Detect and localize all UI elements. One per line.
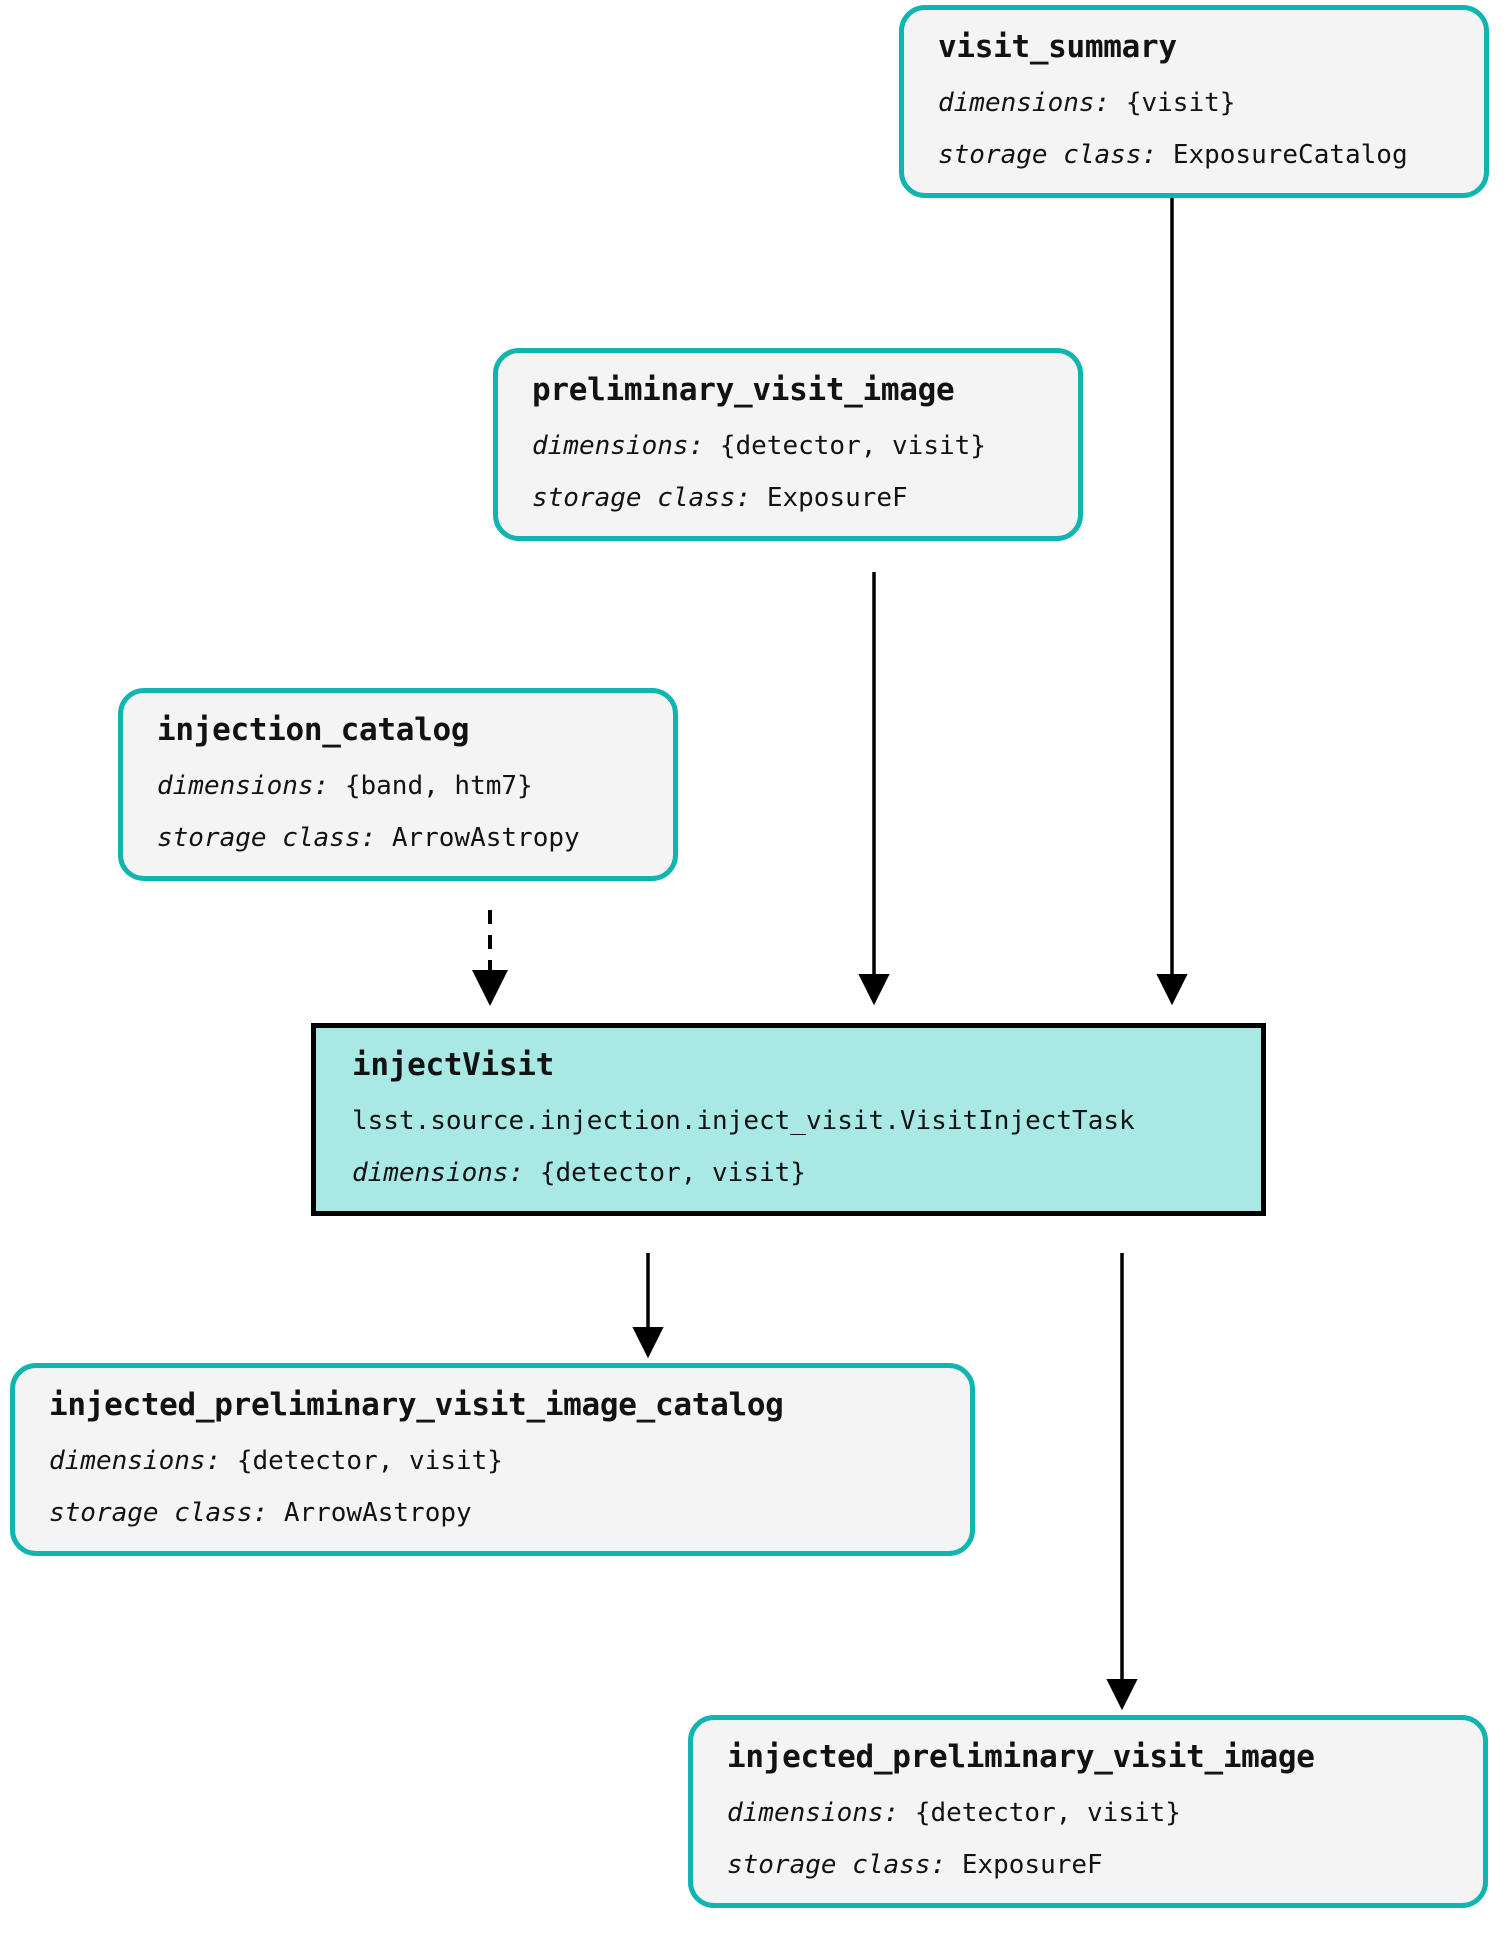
- node-title: injected_preliminary_visit_image_catalog: [49, 1387, 784, 1423]
- node-dimensions-line: dimensions: {detector, visit}: [532, 426, 1044, 466]
- node-preliminary-visit-image[interactable]: preliminary_visit_image dimensions: {det…: [493, 348, 1083, 542]
- node-title: preliminary_visit_image: [532, 372, 955, 408]
- storage-class-value: ExposureF: [961, 1849, 1103, 1880]
- storage-class-value: ArrowAstropy: [283, 1497, 472, 1528]
- dimensions-value: {visit}: [1125, 87, 1236, 118]
- node-title: visit_summary: [938, 29, 1177, 65]
- dimensions-value: {band, htm7}: [344, 770, 533, 801]
- node-storage-line: storage class: ArrowAstropy: [157, 818, 639, 858]
- node-storage-line: storage class: ExposureCatalog: [938, 135, 1450, 175]
- storage-class-label: storage class:: [938, 139, 1158, 170]
- node-storage-line: storage class: ExposureF: [532, 478, 1044, 518]
- storage-class-label: storage class:: [157, 822, 377, 853]
- storage-class-label: storage class:: [532, 482, 752, 513]
- task-class-path: lsst.source.injection.inject_visit.Visit…: [352, 1105, 1135, 1136]
- dimensions-value: {detector, visit}: [236, 1445, 503, 1476]
- dimensions-value: {detector, visit}: [539, 1157, 806, 1188]
- node-dimensions-line: dimensions: {band, htm7}: [157, 766, 639, 806]
- node-storage-line: storage class: ExposureF: [727, 1845, 1449, 1885]
- dimensions-label: dimensions:: [938, 87, 1111, 118]
- node-visit-summary[interactable]: visit_summary dimensions: {visit} storag…: [899, 5, 1489, 199]
- dimensions-label: dimensions:: [727, 1797, 900, 1828]
- node-title: injected_preliminary_visit_image: [727, 1739, 1315, 1775]
- storage-class-value: ExposureF: [766, 482, 908, 513]
- storage-class-label: storage class:: [727, 1849, 947, 1880]
- dimensions-value: {detector, visit}: [914, 1797, 1181, 1828]
- dimensions-label: dimensions:: [49, 1445, 222, 1476]
- node-injection-catalog[interactable]: injection_catalog dimensions: {band, htm…: [118, 688, 678, 882]
- dimensions-label: dimensions:: [532, 430, 705, 461]
- node-injected-preliminary-visit-image[interactable]: injected_preliminary_visit_image dimensi…: [688, 1715, 1488, 1909]
- storage-class-value: ArrowAstropy: [391, 822, 580, 853]
- node-storage-line: storage class: ArrowAstropy: [49, 1493, 936, 1533]
- task-title: injectVisit: [352, 1047, 554, 1083]
- node-injected-preliminary-visit-image-catalog[interactable]: injected_preliminary_visit_image_catalog…: [10, 1363, 975, 1557]
- node-dimensions-line: dimensions: {detector, visit}: [49, 1441, 936, 1481]
- node-dimensions-line: dimensions: {detector, visit}: [352, 1153, 1225, 1193]
- storage-class-value: ExposureCatalog: [1172, 139, 1408, 170]
- storage-class-label: storage class:: [49, 1497, 269, 1528]
- node-dimensions-line: dimensions: {detector, visit}: [727, 1793, 1449, 1833]
- dimensions-label: dimensions:: [352, 1157, 525, 1188]
- dimensions-value: {detector, visit}: [719, 430, 986, 461]
- dimensions-label: dimensions:: [157, 770, 330, 801]
- node-dimensions-line: dimensions: {visit}: [938, 83, 1450, 123]
- node-task-injectvisit[interactable]: injectVisit lsst.source.injection.inject…: [311, 1023, 1266, 1217]
- node-title: injection_catalog: [157, 712, 470, 748]
